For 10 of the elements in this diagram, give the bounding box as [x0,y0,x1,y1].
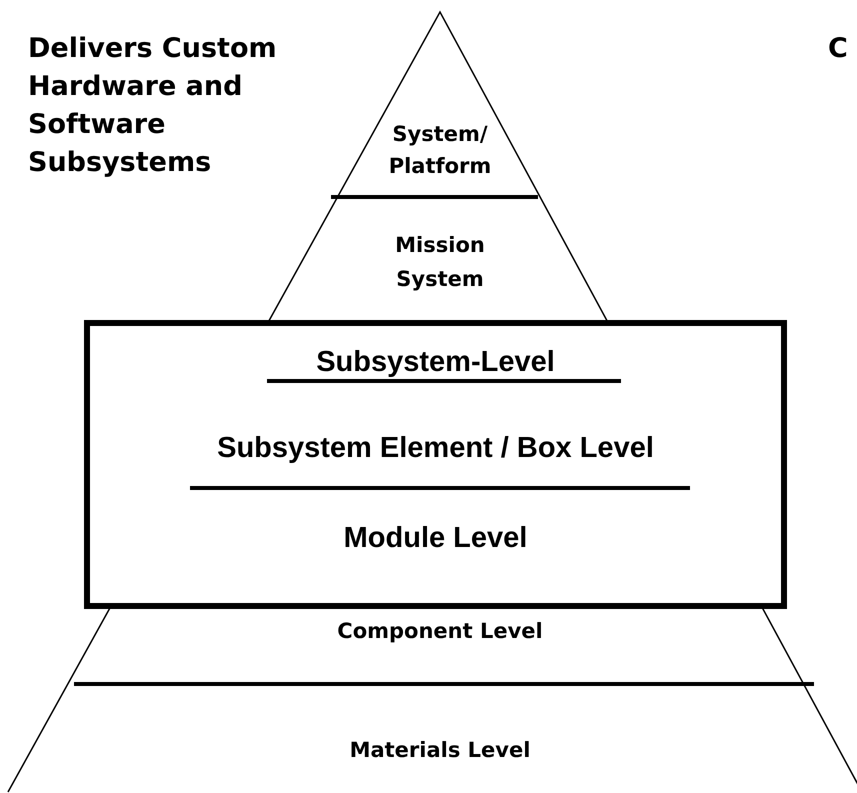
level-label: Component Level [240,614,640,648]
heading: Delivers Custom Hardware and Software Subsystems [28,32,278,180]
level-label: Module Level [342,522,528,555]
level-label: Subsystem-Level [315,346,556,379]
level-label: Subsystem Element / Box Level [216,432,655,465]
frame-box [84,320,787,609]
level-label: Mission System [375,228,505,296]
level-label: System/ Platform [360,118,520,182]
cut-off-text: C [828,32,848,66]
level-label: Materials Level [240,733,640,767]
